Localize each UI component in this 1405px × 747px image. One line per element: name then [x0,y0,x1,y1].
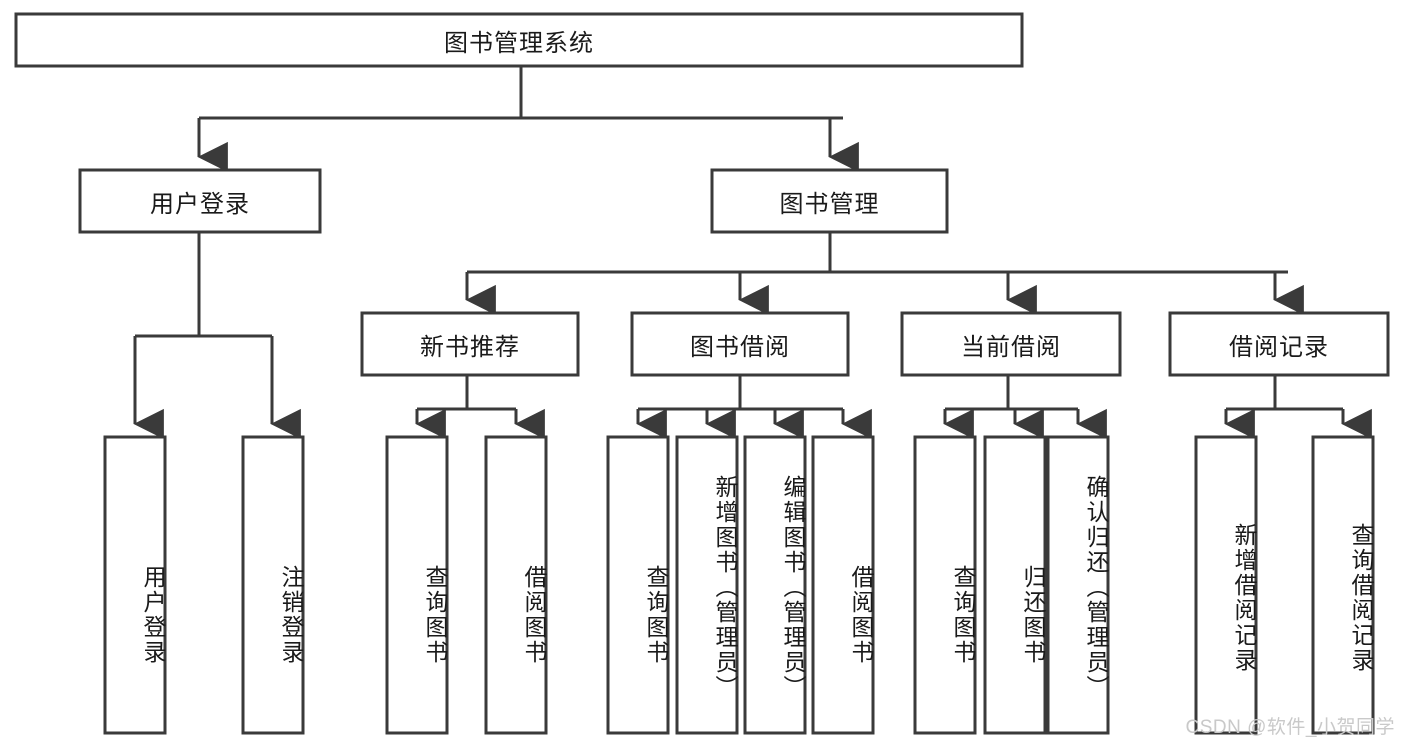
leaf-query-book-borrow[interactable] [606,435,670,735]
connector-newbook-to-leaves [415,375,545,440]
node-current-borrow[interactable] [900,311,1122,377]
leaf-edit-book-admin[interactable] [743,435,807,735]
connector-record-to-leaves [1224,375,1372,440]
leaf-query-book-current[interactable] [913,435,977,735]
connector-userlogin-to-leaves [133,232,301,440]
connector-current-to-leaves [943,375,1107,440]
leaf-add-borrow-record[interactable] [1194,435,1258,735]
leaf-confirm-return-admin[interactable] [1046,435,1110,735]
node-user-login[interactable] [78,168,322,234]
node-borrow-record[interactable] [1168,311,1390,377]
node-new-book-recommend[interactable] [360,311,580,377]
leaf-add-book-admin[interactable] [675,435,739,735]
connector-borrow-to-leaves [636,375,872,440]
leaf-borrow-book[interactable] [811,435,875,735]
leaf-borrow-book-newbook[interactable] [484,435,548,735]
node-book-management[interactable] [710,168,949,234]
leaf-query-borrow-record[interactable] [1311,435,1375,735]
leaf-user-login[interactable] [103,435,167,735]
node-root[interactable] [14,12,1024,68]
node-book-borrow[interactable] [630,311,850,377]
connector-root-to-level2 [197,66,859,173]
leaf-query-book-newbook[interactable] [385,435,449,735]
connector-bookmgmt-to-level3 [465,232,1304,316]
leaf-return-book[interactable] [983,435,1047,735]
leaf-logout[interactable] [241,435,305,735]
